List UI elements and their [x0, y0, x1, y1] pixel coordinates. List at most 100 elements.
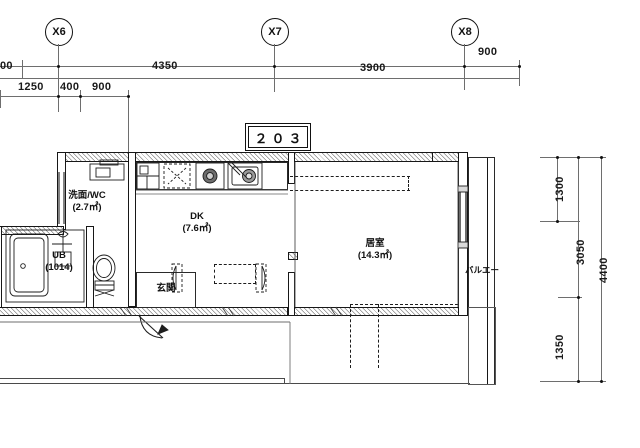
room-label-dk: DK (7.6㎡)	[170, 211, 224, 235]
wall-dk-living-lower	[288, 272, 295, 316]
room-label-unit-bath: UB (1014)	[30, 250, 88, 274]
dim-xline-r-bot	[540, 381, 606, 382]
dim-tick	[127, 95, 130, 98]
dim-tickline-right	[519, 60, 520, 86]
unit-number-plate-outer-border	[245, 123, 311, 151]
room-label-unit-bath-area: (1014)	[45, 261, 73, 273]
dim-tick	[577, 156, 580, 159]
dim-tickline-i1	[58, 90, 59, 112]
dim-tick	[600, 156, 603, 159]
dim-label-4400: 4400	[598, 257, 610, 283]
dim-line-right-3050	[578, 157, 579, 381]
corridor-edge-step	[284, 378, 285, 384]
sliding-door-right-swing	[261, 265, 266, 291]
dim-tick	[556, 220, 559, 223]
wall-ub-left	[0, 226, 2, 316]
wall-exterior-bottom-left	[0, 307, 294, 316]
dim-tickline-x6	[58, 66, 59, 96]
dim-label-400: 400	[60, 81, 80, 93]
dim-label-3050: 3050	[575, 239, 587, 265]
wall-living-right	[458, 152, 468, 316]
wall-exterior-bottom-mid	[287, 307, 467, 316]
room-label-washroom-wc-area: (2.7㎡)	[72, 201, 102, 213]
room-label-washroom-wc-name: 洗面/WC	[68, 190, 106, 201]
room-label-balcony: バルエー	[465, 264, 499, 276]
dim-tick	[79, 95, 82, 98]
dim-tick	[57, 65, 60, 68]
dim-tickline-i2	[80, 90, 81, 112]
dim-label-4350: 4350	[152, 60, 178, 72]
dim-label-1350: 1350	[554, 334, 566, 360]
grid-bubble-x6: X6	[45, 18, 73, 46]
wall-exterior-top	[57, 152, 467, 162]
wall-partition-washroom-dk	[128, 152, 136, 307]
dim-label-1250: 1250	[18, 81, 44, 93]
dim-tick	[577, 296, 580, 299]
dim-tick	[57, 95, 60, 98]
genkan-tile-area	[136, 272, 196, 308]
dim-tick	[600, 380, 603, 383]
grid-leader-x8	[464, 44, 465, 66]
dim-line-outer-top	[0, 66, 520, 67]
dim-tick	[463, 65, 466, 68]
room-label-living-name: 居室	[365, 238, 385, 249]
corridor-edge-line	[0, 378, 284, 379]
dim-tick	[273, 65, 276, 68]
grid-leader-x6	[58, 44, 59, 66]
dim-label-1300: 1300	[554, 176, 566, 202]
overhead-cabinet-bottom	[290, 190, 410, 191]
toilet-tank	[94, 280, 115, 291]
room-label-washroom-wc: 洗面/WC (2.7㎡)	[56, 190, 118, 214]
dim-tick	[556, 156, 559, 159]
dim-xline-r-1350	[558, 297, 582, 298]
bathtub-drain	[20, 263, 26, 269]
dim-tickline-i3	[128, 90, 129, 152]
wall-ub-top	[0, 226, 64, 235]
room-label-dk-area: (7.6㎡)	[182, 222, 212, 234]
wall-stub-dk	[288, 252, 298, 260]
dim-xline-r-1300	[540, 221, 580, 222]
grid-bubble-x8: X8	[451, 18, 479, 46]
living-dashed-zone-mid	[378, 304, 379, 368]
unit-number-plate: ２０３	[248, 126, 308, 148]
grid-bubble-x6-label: X6	[52, 26, 66, 38]
unit-number-plate-label: ２０３	[254, 130, 306, 146]
overhead-cabinet-right	[408, 176, 409, 191]
corridor-edge-line-2	[0, 383, 284, 384]
dim-label-900-right: 900	[478, 46, 498, 58]
room-label-balcony-name: バルエー	[465, 265, 500, 275]
dim-tickline-x7	[274, 66, 275, 92]
living-dashed-zone-top	[350, 304, 458, 305]
room-label-living: 居室 (14.3㎡)	[344, 238, 406, 262]
vanity-basin	[89, 163, 125, 181]
room-label-living-area: (14.3㎡)	[357, 249, 393, 261]
dim-tick	[577, 380, 580, 383]
overhead-cabinet-top	[290, 176, 410, 177]
room-label-dk-name: DK	[190, 211, 204, 222]
wall-dk-living-upper	[288, 152, 295, 184]
living-dashed-zone-left	[350, 304, 351, 368]
grid-bubble-x8-label: X8	[458, 26, 472, 38]
grid-bubble-x7: X7	[261, 18, 289, 46]
room-label-genkan-name: 玄関	[156, 283, 176, 294]
dim-label-left-edge: 00	[0, 60, 13, 72]
dim-xline-r-top	[540, 157, 606, 158]
dim-line-outer-top-2	[0, 78, 520, 79]
dim-tickline-x8	[464, 60, 465, 90]
dim-line-right-1300	[557, 157, 558, 221]
corridor-edge-line-3	[284, 383, 470, 384]
dim-tickline-i0	[0, 90, 1, 108]
toilet-bowl	[92, 254, 116, 282]
dim-line-right-4400	[601, 157, 602, 381]
dim-line-inner-top	[0, 96, 128, 97]
vanity-bowl	[95, 167, 111, 178]
room-label-genkan: 玄関	[140, 283, 192, 295]
entrance-direction-arrow	[157, 324, 169, 335]
kitchen-counter	[136, 162, 288, 190]
dk-dashed-fixture	[214, 264, 256, 284]
entrance-door-swing	[139, 315, 163, 339]
room-label-unit-bath-name: UB	[52, 250, 66, 261]
grid-leader-x7	[274, 44, 275, 66]
dim-label-900-inner: 900	[92, 81, 112, 93]
